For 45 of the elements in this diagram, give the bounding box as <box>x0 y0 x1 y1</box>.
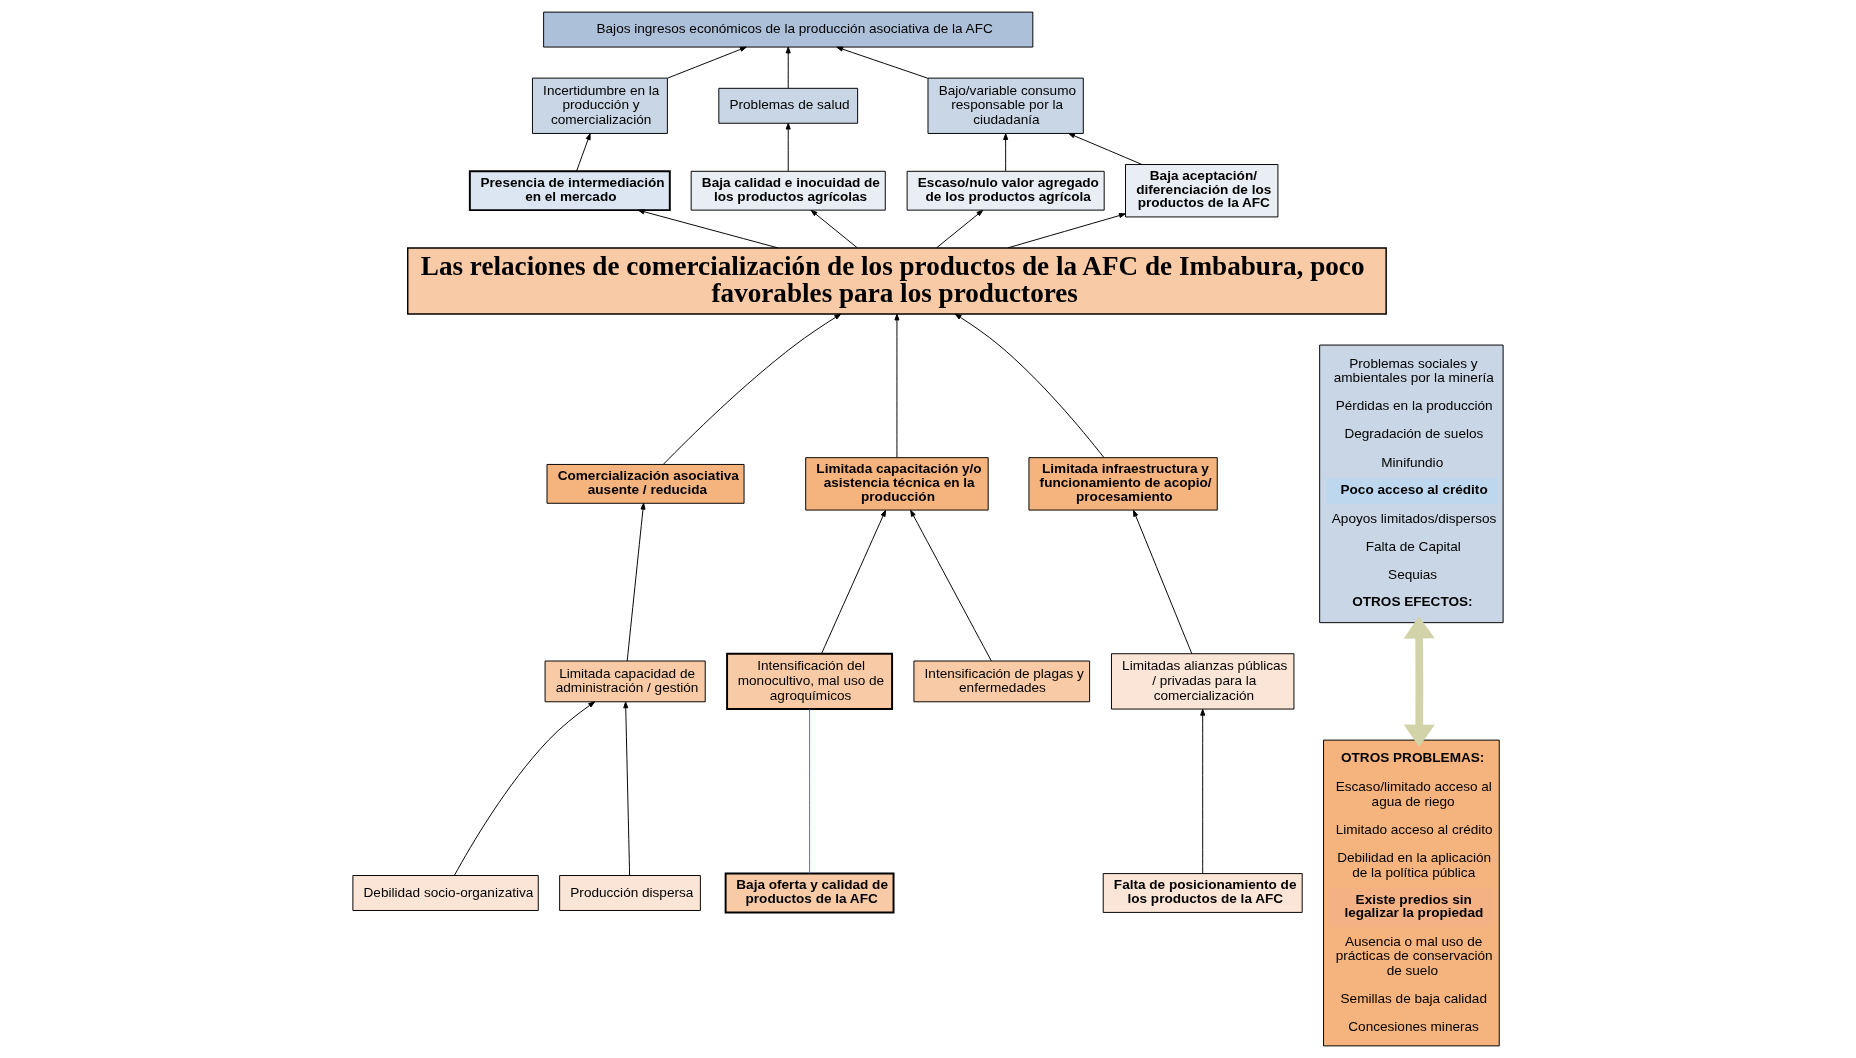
node-box: Limitada capacitación y/o asistencia técnica en la producción <box>805 457 989 511</box>
arrow <box>785 46 791 89</box>
arrow <box>454 701 595 876</box>
arrow <box>821 509 886 655</box>
node-box: Comercialización asociativa ausente / reducida <box>546 463 745 504</box>
arrow <box>1068 132 1143 165</box>
node-box: Escaso/nulo valor agregado de los productos agrícola <box>906 170 1105 211</box>
node-box: Problemas sociales y ambientales por la minería Pérdidas en la producción Degradación de suelos Minifundio Poco acceso al crédito Apoyos limitados/dispersos Falta de Capital Sequias OTROS EFECTOS: <box>1319 344 1504 624</box>
node-box: Presencia de intermediación en el mercado <box>468 170 671 212</box>
arrow <box>623 701 631 876</box>
arrow <box>785 122 791 172</box>
arrow <box>810 209 858 249</box>
arrow <box>954 313 1105 458</box>
node-box: Debilidad socio-organizativa <box>352 875 539 911</box>
node-box: Baja calidad e inocuidad de los productos agrícolas <box>690 170 886 211</box>
node-box: Baja oferta y calidad de productos de la AFC <box>724 872 895 914</box>
node-box: Limitadas alianzas públicas / privadas para la comercialización <box>1110 653 1295 710</box>
arrow <box>637 209 779 249</box>
node-box: Bajos ingresos económicos de la producción asociativa de la AFC <box>543 11 1034 48</box>
connector <box>809 708 811 874</box>
node-box: Intensificación del monocultivo, mal uso de agroquímicos <box>726 652 894 711</box>
arrow <box>1007 213 1126 249</box>
node-box: Problemas de salud <box>718 87 859 124</box>
arrow <box>836 46 929 79</box>
node-box: Limitada infraestructura y funcionamiento de acopio/ procesamiento <box>1028 457 1218 511</box>
node-box: Baja aceptación/ diferenciación de los productos de la AFC <box>1125 164 1279 218</box>
node-box: Falta de posicionamiento de los productos de la AFC <box>1102 873 1303 913</box>
arrow <box>936 209 984 249</box>
node-box: Incertidumbre en la producción y comercialización <box>531 77 668 134</box>
arrow <box>1003 133 1009 172</box>
arrow <box>1403 616 1435 747</box>
arrow <box>1200 708 1206 874</box>
node-box: Producción dispersa <box>559 875 701 911</box>
node-box: Bajo/variable consumo responsable por la ciudadanía <box>927 77 1084 134</box>
arrow <box>910 509 992 662</box>
arrow <box>626 502 646 662</box>
node-box: OTROS PROBLEMAS: Escaso/limitado acceso al agua de riego Limitado acceso al crédito Debilidad en la aplicación de la política pública Existe predios sin legalizar la propiedad Ausencia o mal uso de prácticas de conservación de suelo Semillas de baja calidad Concesiones mineras <box>1323 739 1500 1047</box>
arrow <box>576 133 591 172</box>
arrow <box>662 313 842 465</box>
node-box: Limitada capacidad de administración / gestión <box>544 660 706 703</box>
node-box: Las relaciones de comercialización de los productos de la AFC de Imbabura, poco favorables para los productores <box>407 247 1387 315</box>
arrow <box>1133 509 1193 655</box>
arrow <box>667 46 747 79</box>
arrow <box>894 313 900 458</box>
node-box: Intensificación de plagas y enfermedades <box>913 660 1091 703</box>
